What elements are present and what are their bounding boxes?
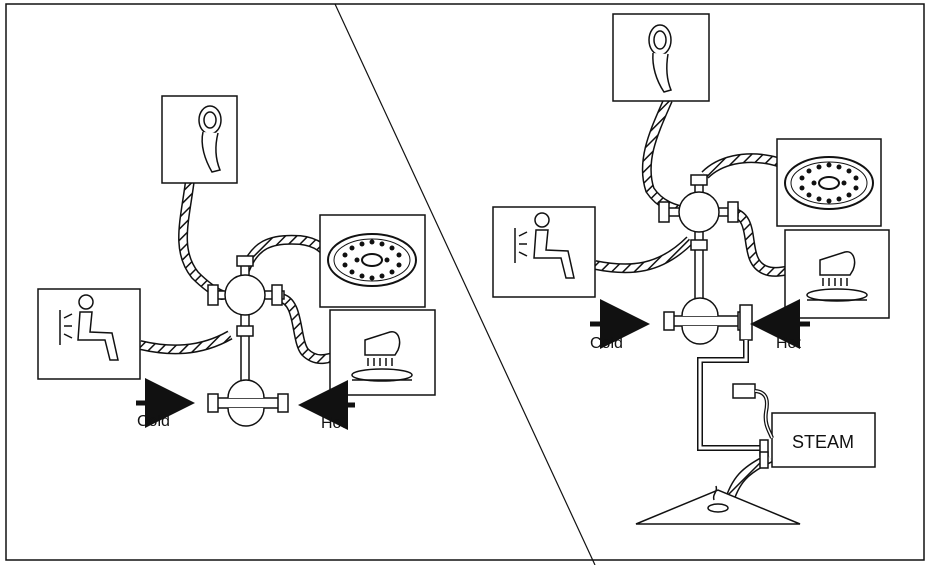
- outer-frame: [5, 3, 925, 561]
- right-panel: STEAM Cold Hot: [492, 13, 890, 525]
- left-hot-label: Hot: [321, 415, 346, 432]
- right-hot-label: Hot: [776, 335, 801, 352]
- steam-outlet-area: [635, 485, 801, 525]
- right-hand-shower-box: [612, 13, 710, 102]
- right-foot-massage-box: [784, 229, 890, 319]
- left-mixer-valve: [207, 255, 289, 427]
- rain-shower-head-icon: [784, 156, 874, 210]
- hand-shower-icon: [198, 105, 222, 173]
- right-cold-label: Cold: [590, 335, 623, 352]
- steam-outlet-icon: [707, 485, 729, 513]
- left-panel: Cold Hot: [37, 95, 436, 432]
- seated-body-jets-icon: [59, 294, 119, 361]
- left-foot-massage-box: [329, 309, 436, 396]
- foot-massage-icon: [806, 251, 868, 302]
- foot-massage-icon: [351, 331, 413, 382]
- rain-shower-head-icon: [327, 233, 417, 287]
- left-cold-label: Cold: [137, 413, 170, 430]
- left-hand-shower-box: [161, 95, 238, 184]
- left-rain-shower-box: [319, 214, 426, 308]
- right-mixer-valve: [658, 174, 769, 469]
- left-seated-jets-box: [37, 288, 141, 380]
- hand-shower-icon: [648, 24, 673, 93]
- steam-control-wire: [732, 383, 774, 439]
- panel-divider-line: [334, 3, 596, 566]
- seated-body-jets-icon: [514, 212, 575, 279]
- steam-label: STEAM: [792, 432, 854, 452]
- right-seated-jets-box: [492, 206, 596, 298]
- right-rain-shower-box: [776, 138, 882, 227]
- steam-generator-box: STEAM: [771, 412, 876, 468]
